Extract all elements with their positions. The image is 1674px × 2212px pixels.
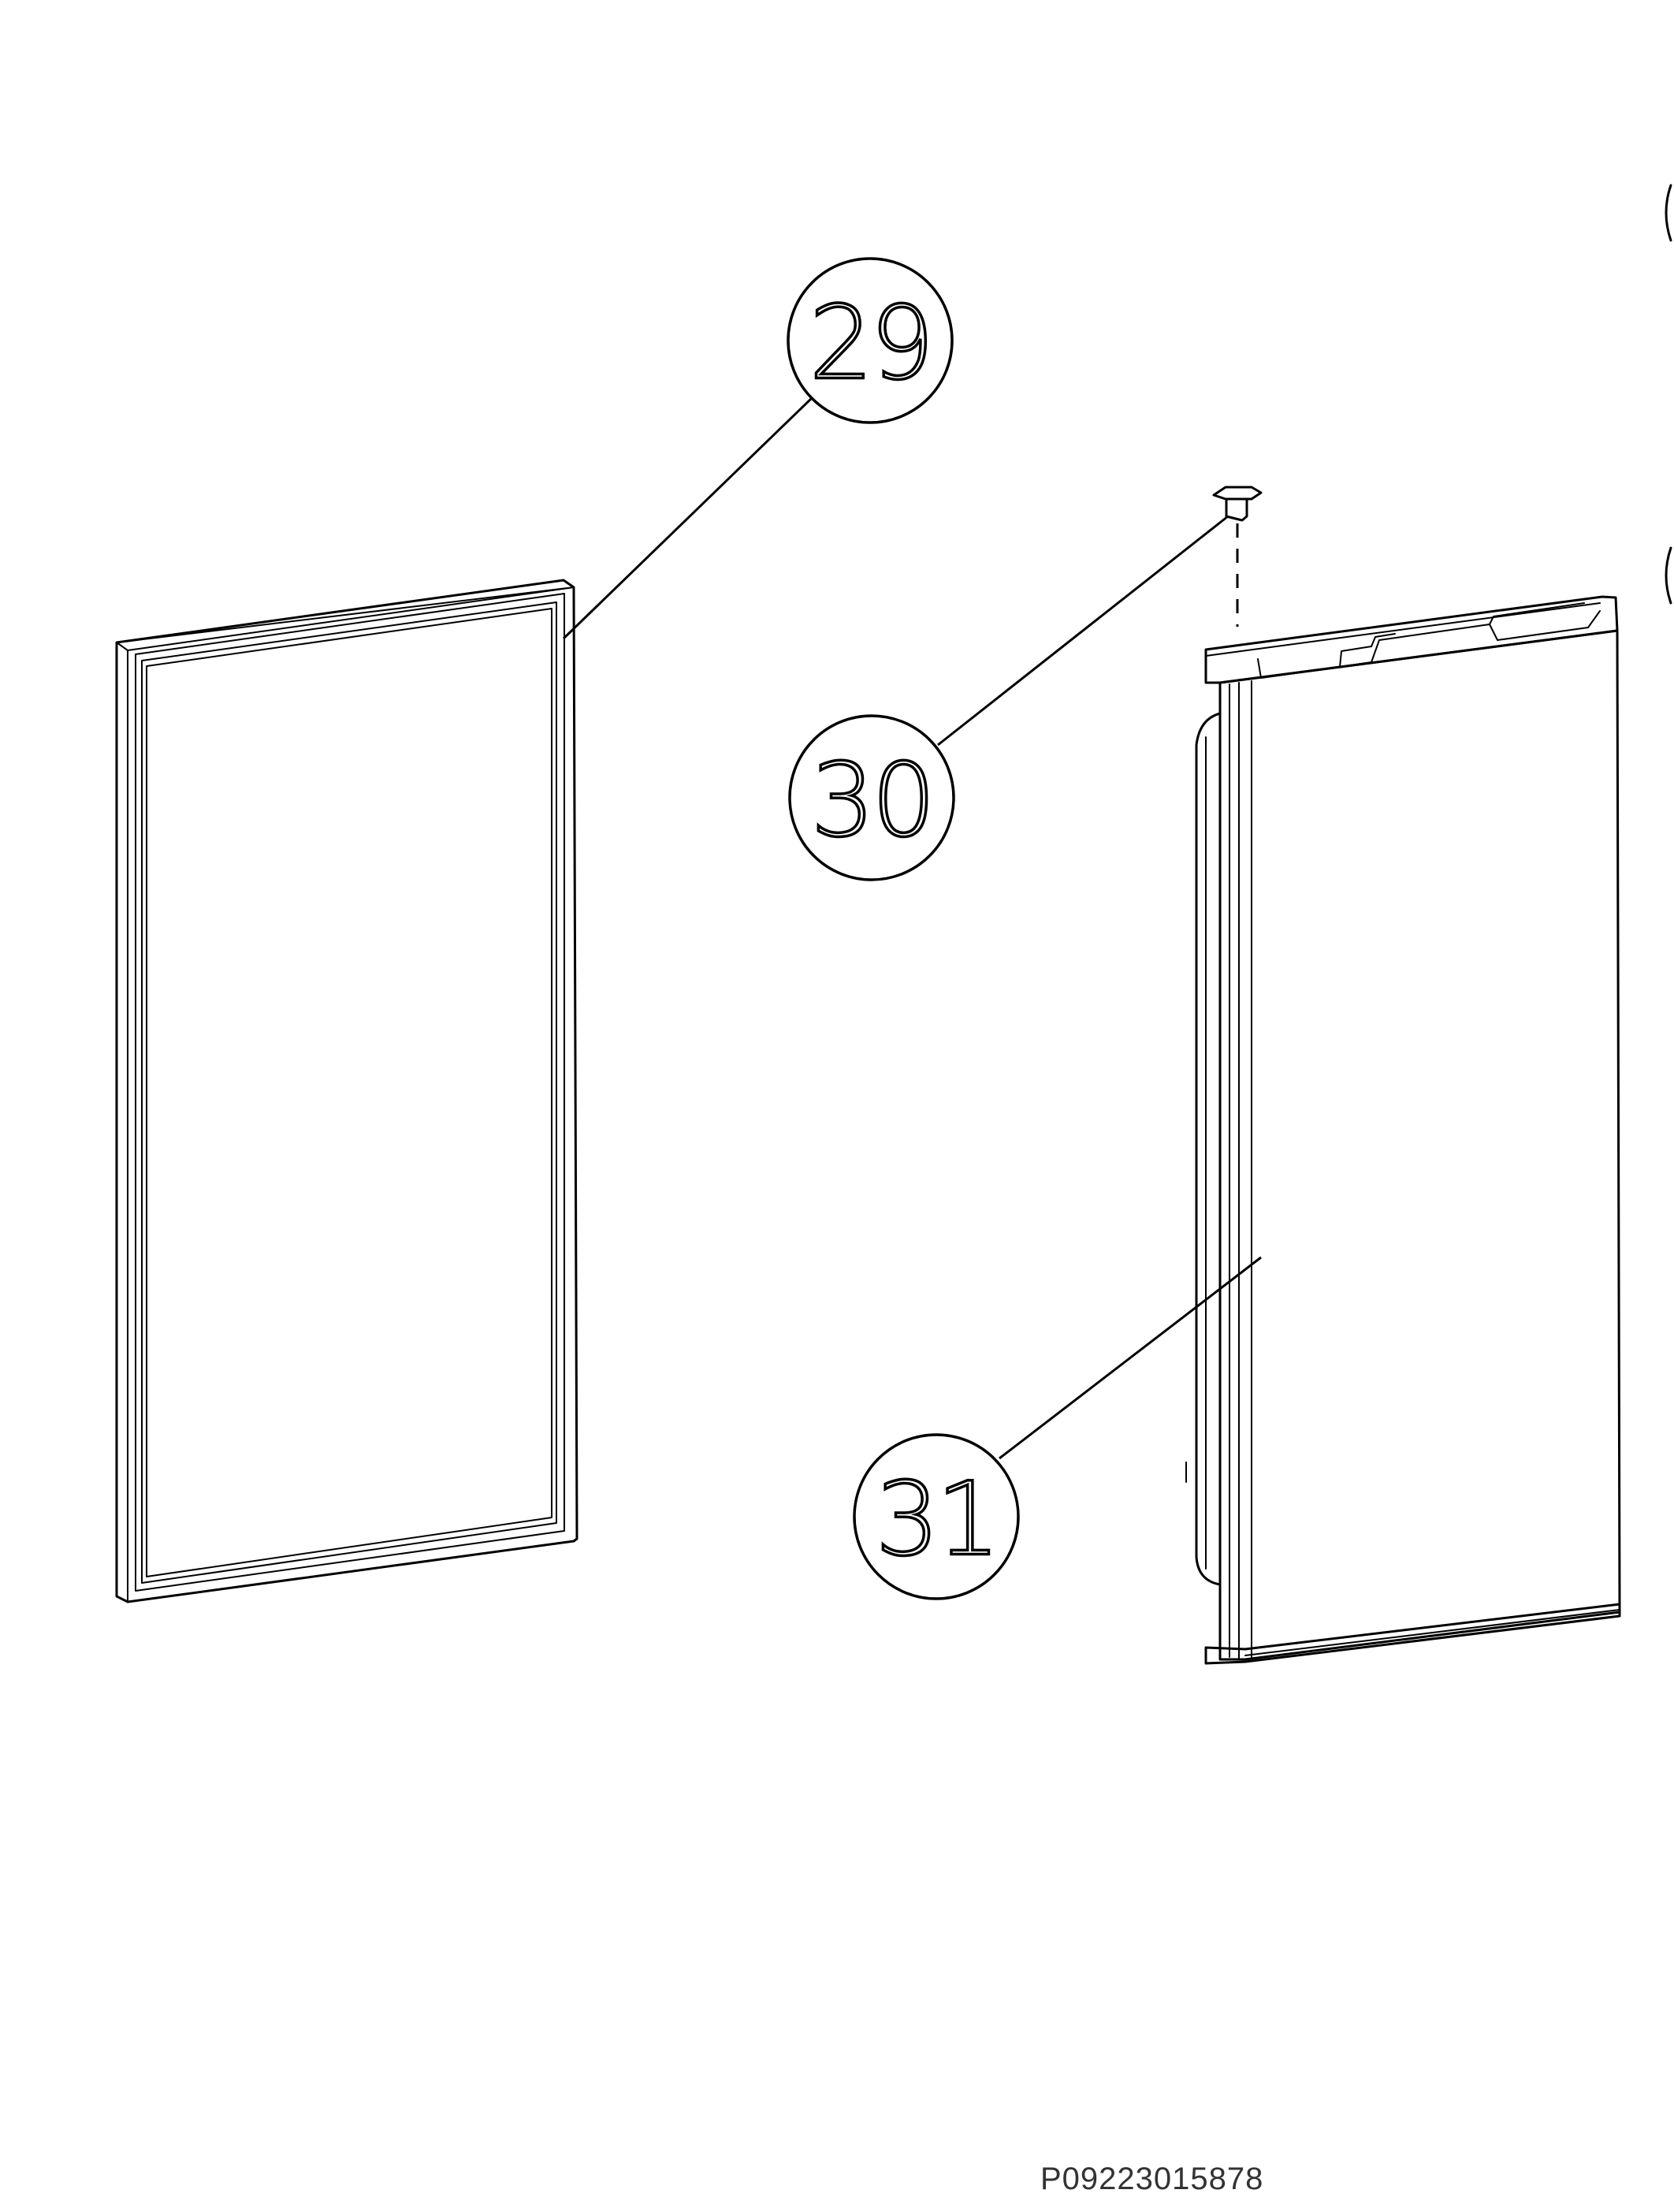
- part-30-hinge-pin: [1212, 486, 1263, 627]
- part-31-door: [1185, 595, 1621, 1665]
- drawing-code: P09223015878: [1040, 2162, 1264, 2196]
- leader-line-30: [937, 515, 1229, 747]
- leader-lines: [562, 397, 1262, 1460]
- callout-31-label: 31: [876, 1462, 998, 1579]
- callout-30-label: 30: [811, 743, 933, 860]
- leader-line-31: [999, 1256, 1262, 1460]
- callout-30: 30: [788, 714, 955, 881]
- leader-line-29: [562, 397, 813, 640]
- edge-fragments: [1665, 184, 1672, 605]
- callout-31: 31: [853, 1433, 1020, 1600]
- callout-29: 29: [787, 257, 954, 424]
- part-29-door-gasket: [115, 579, 578, 1603]
- callout-29-label: 29: [809, 285, 932, 403]
